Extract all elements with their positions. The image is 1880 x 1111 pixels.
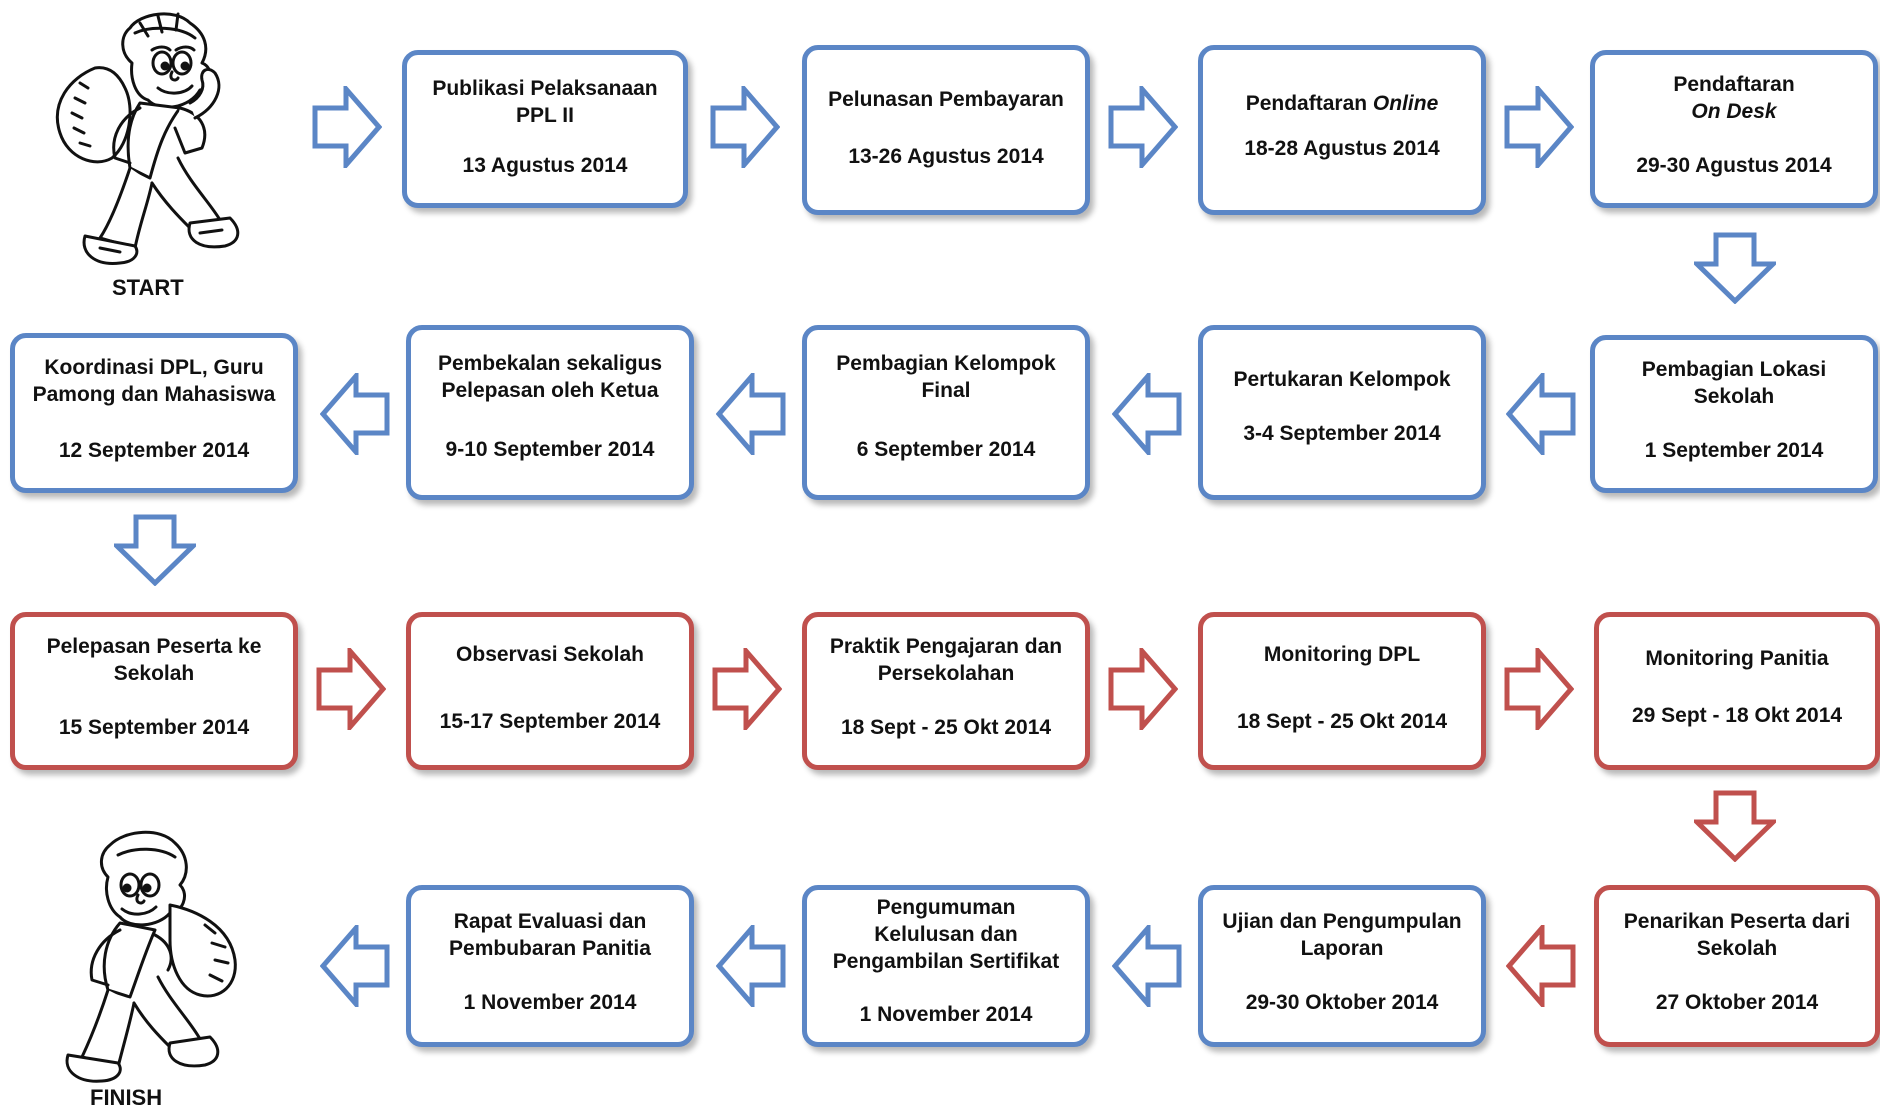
step-date: 1 November 2014 — [463, 991, 637, 1014]
step-ujian-pengumpulan-laporan: Ujian dan Pengumpulan Laporan 29-30 Okto… — [1198, 885, 1486, 1047]
finish-label: FINISH — [90, 1085, 163, 1110]
arrow-down — [1694, 790, 1776, 862]
step-pelunasan-pembayaran: Pelunasan Pembayaran 13-26 Agustus 2014 — [802, 45, 1090, 215]
step-date: 18-28 Agustus 2014 — [1244, 137, 1440, 160]
title-plain: Pendaftaran — [1673, 73, 1795, 96]
arrow-left — [1506, 925, 1576, 1007]
arrow-right — [1108, 86, 1178, 168]
student-start-illustration — [55, 12, 240, 265]
arrow-right — [316, 648, 386, 730]
step-pelepasan-peserta: Pelepasan Peserta ke Sekolah 15 Septembe… — [10, 612, 298, 770]
step-title: Monitoring Panitia — [1645, 647, 1829, 670]
title-plain: Pendaftaran — [1245, 92, 1373, 115]
arrow-left — [320, 373, 390, 455]
step-pertukaran-kelompok: Pertukaran Kelompok 3-4 September 2014 — [1198, 325, 1486, 500]
step-date: 29 Sept - 18 Okt 2014 — [1631, 704, 1843, 727]
step-pembekalan-pelepasan: Pembekalan sekaligus Pelepasan oleh Ketu… — [406, 325, 694, 500]
step-pengumuman-kelulusan: Pengumuman Kelulusan dan Pengambilan Ser… — [802, 885, 1090, 1047]
step-title: Rapat Evaluasi dan Pembubaran Panitia — [449, 910, 651, 960]
arrow-down — [114, 514, 196, 586]
arrow-right — [710, 86, 780, 168]
arrow-right — [1504, 86, 1574, 168]
step-title: Pelunasan Pembayaran — [828, 88, 1064, 111]
step-monitoring-dpl: Monitoring DPL 18 Sept - 25 Okt 2014 — [1198, 612, 1486, 770]
step-title: Pelepasan Peserta ke Sekolah — [46, 635, 262, 685]
step-date: 18 Sept - 25 Okt 2014 — [1236, 710, 1448, 733]
arrow-left — [716, 925, 786, 1007]
arrow-right — [1504, 648, 1574, 730]
step-title: Koordinasi DPL, Guru Pamong dan Mahasisw… — [32, 356, 276, 406]
step-title: Praktik Pengajaran dan Persekolahan — [829, 635, 1063, 685]
arrow-right — [712, 648, 782, 730]
step-title: Pengumuman Kelulusan dan Pengambilan Ser… — [832, 896, 1060, 973]
step-title: Penarikan Peserta dari Sekolah — [1623, 910, 1851, 960]
step-date: 6 September 2014 — [856, 438, 1036, 461]
step-pembagian-kelompok-final: Pembagian Kelompok Final 6 September 201… — [802, 325, 1090, 500]
step-publikasi-pelaksanaan: Publikasi Pelaksanaan PPL II 13 Agustus … — [402, 50, 688, 208]
arrow-right — [312, 86, 382, 168]
student-finish-illustration — [65, 830, 237, 1083]
step-pendaftaran-online: Pendaftaran Online 18-28 Agustus 2014 — [1198, 45, 1486, 215]
step-date: 15 September 2014 — [58, 716, 250, 739]
step-date: 9-10 September 2014 — [445, 438, 655, 461]
step-title: Observasi Sekolah — [456, 643, 644, 666]
arrow-left — [320, 925, 390, 1007]
arrow-left — [1112, 925, 1182, 1007]
arrow-left — [1112, 373, 1182, 455]
title-emphasis: On Desk — [1691, 100, 1777, 123]
step-koordinasi-dpl: Koordinasi DPL, Guru Pamong dan Mahasisw… — [10, 333, 298, 493]
step-title: Pembagian Kelompok Final — [836, 352, 1056, 402]
arrow-right — [1108, 648, 1178, 730]
step-title: Pertukaran Kelompok — [1233, 368, 1451, 391]
step-title: Ujian dan Pengumpulan Laporan — [1222, 910, 1462, 960]
start-label: START — [112, 275, 184, 300]
step-pendaftaran-on-desk: Pendaftaran On Desk 29-30 Agustus 2014 — [1590, 50, 1878, 208]
step-rapat-evaluasi: Rapat Evaluasi dan Pembubaran Panitia 1 … — [406, 885, 694, 1047]
step-title: Pendaftaran Online — [1246, 90, 1439, 117]
step-penarikan-peserta: Penarikan Peserta dari Sekolah 27 Oktobe… — [1594, 885, 1880, 1047]
step-title: Monitoring DPL — [1263, 643, 1421, 666]
step-date: 18 Sept - 25 Okt 2014 — [840, 716, 1052, 739]
step-date: 29-30 Oktober 2014 — [1245, 991, 1439, 1014]
step-date: 3-4 September 2014 — [1243, 422, 1441, 445]
arrow-down — [1694, 232, 1776, 304]
step-date: 13 Agustus 2014 — [462, 154, 628, 177]
step-title: Publikasi Pelaksanaan PPL II — [432, 77, 658, 127]
step-monitoring-panitia: Monitoring Panitia 29 Sept - 18 Okt 2014 — [1594, 612, 1880, 770]
step-date: 27 Oktober 2014 — [1655, 991, 1819, 1014]
arrow-left — [1506, 373, 1576, 455]
step-date: 12 September 2014 — [58, 439, 250, 462]
step-date: 1 September 2014 — [1644, 439, 1824, 462]
arrow-left — [716, 373, 786, 455]
step-praktik-pengajaran: Praktik Pengajaran dan Persekolahan 18 S… — [802, 612, 1090, 770]
step-date: 1 November 2014 — [859, 1003, 1033, 1026]
step-title: Pendaftaran On Desk — [1673, 71, 1794, 125]
step-title: Pembagian Lokasi Sekolah — [1641, 358, 1827, 408]
step-date: 13-26 Agustus 2014 — [848, 145, 1044, 168]
step-observasi-sekolah: Observasi Sekolah 15-17 September 2014 — [406, 612, 694, 770]
step-date: 15-17 September 2014 — [439, 710, 661, 733]
title-emphasis: Online — [1372, 92, 1439, 115]
step-date: 29-30 Agustus 2014 — [1636, 154, 1832, 177]
step-pembagian-lokasi-sekolah: Pembagian Lokasi Sekolah 1 September 201… — [1590, 335, 1878, 493]
step-title: Pembekalan sekaligus Pelepasan oleh Ketu… — [437, 352, 663, 402]
